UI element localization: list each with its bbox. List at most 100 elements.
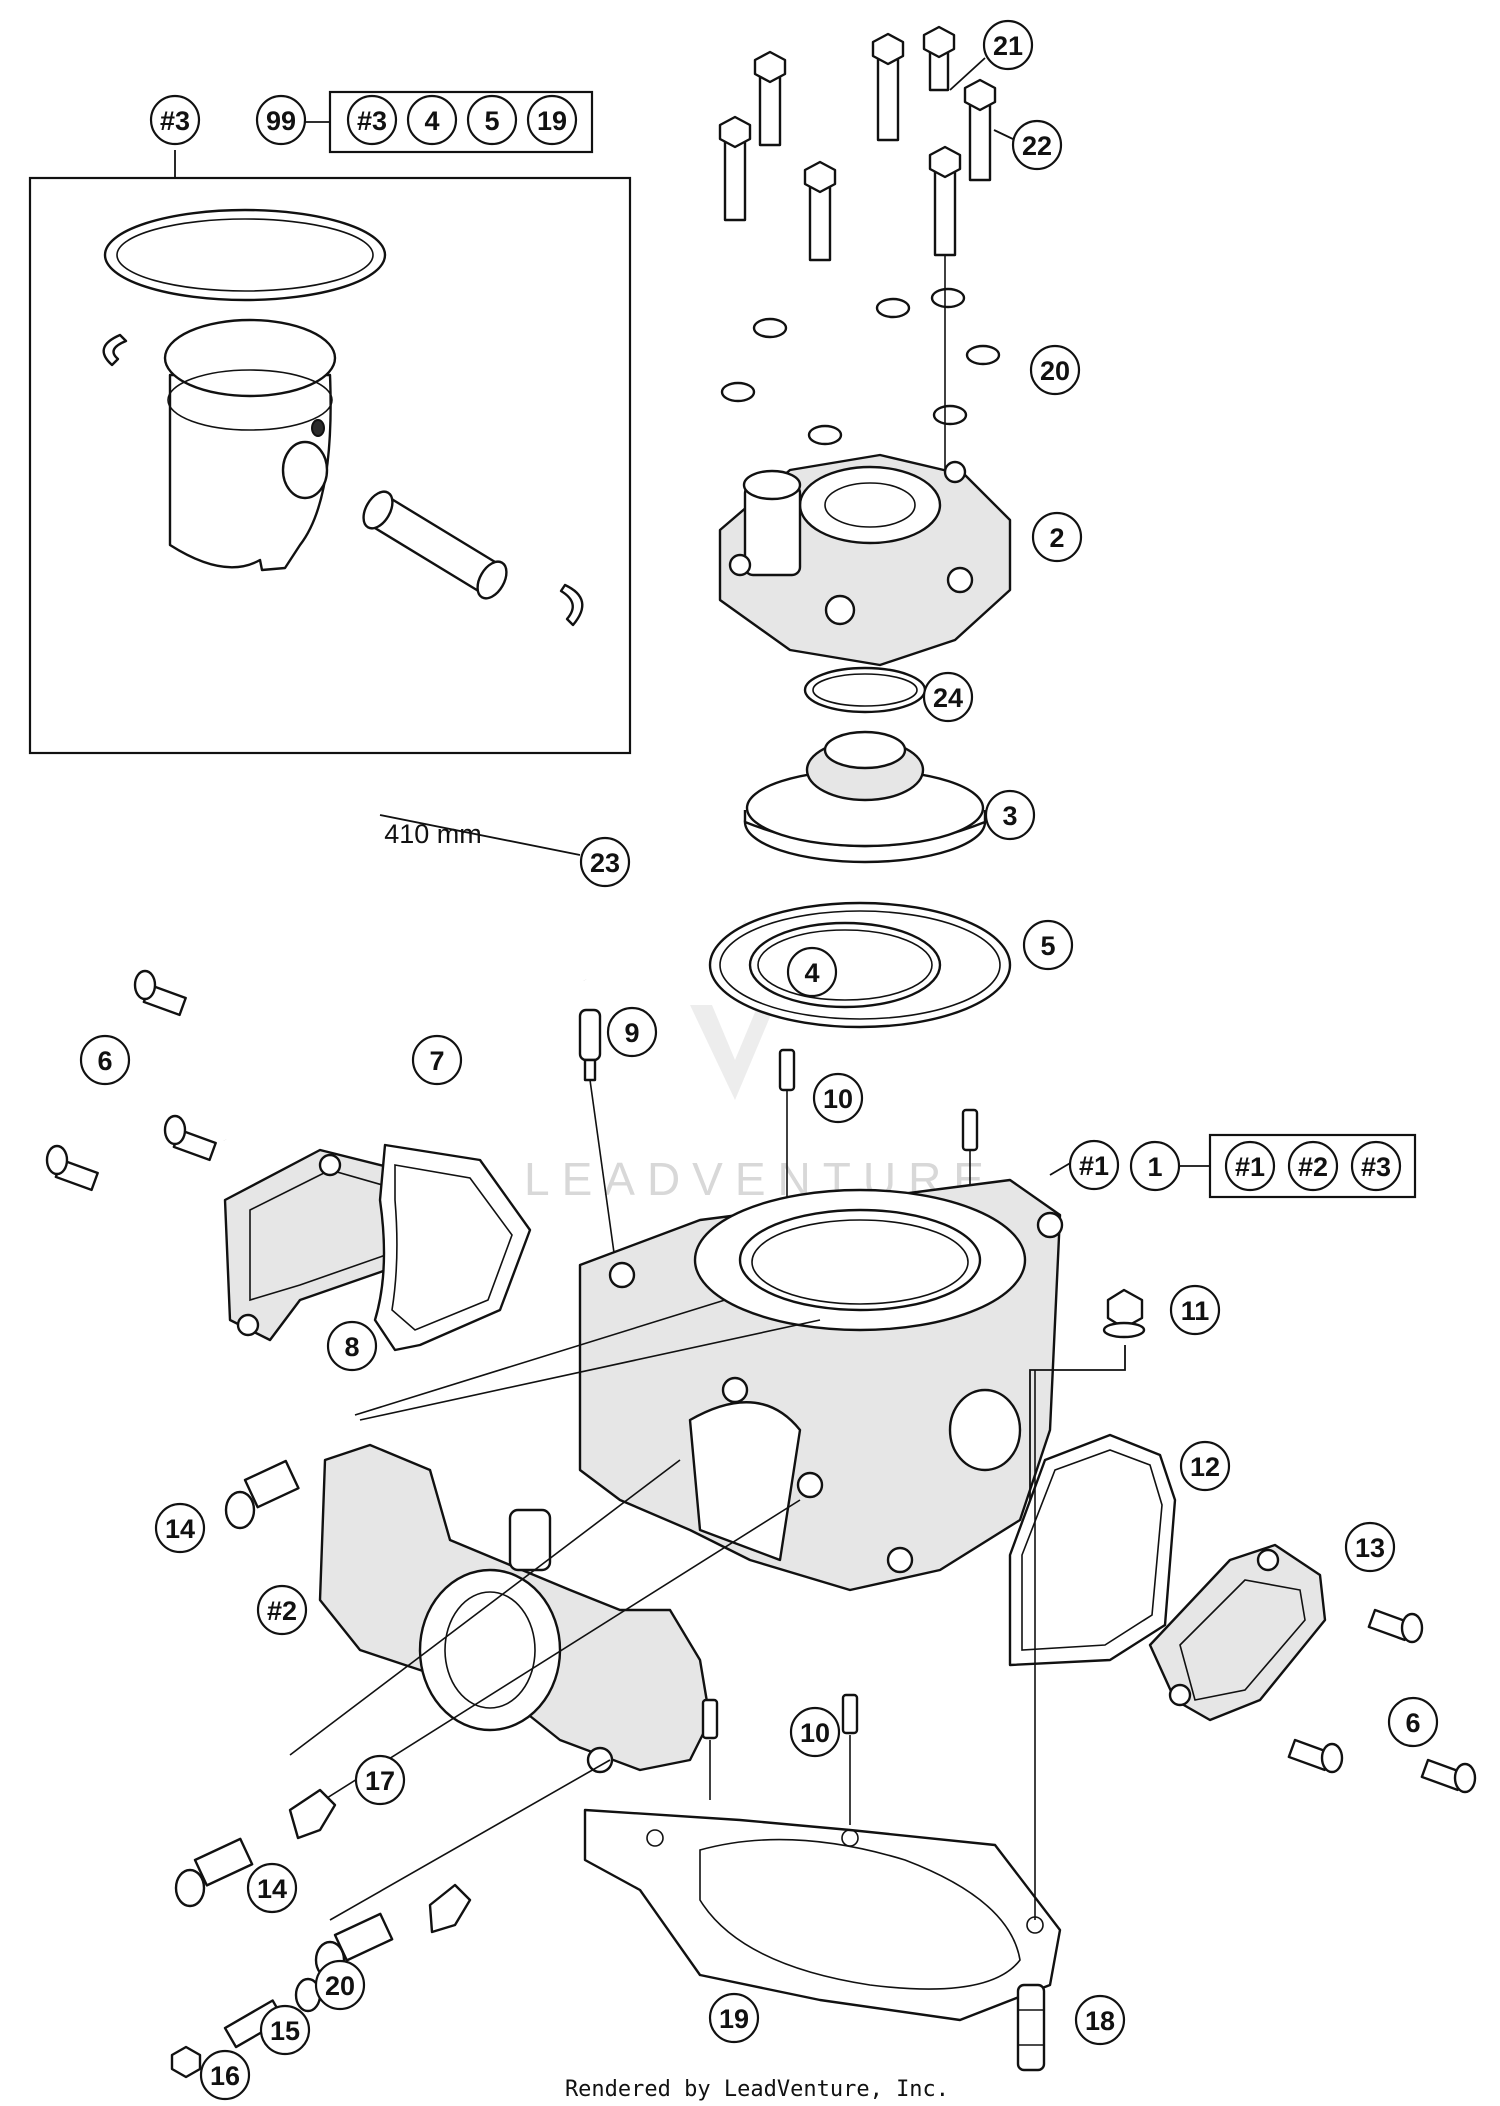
svg-text:4: 4 <box>424 106 439 136</box>
callout-16[interactable]: 16 <box>199 2049 251 2101</box>
svg-text:7: 7 <box>429 1046 444 1076</box>
svg-text:99: 99 <box>266 106 296 136</box>
callout-9[interactable]: 9 <box>606 1006 658 1058</box>
callout-15[interactable]: 15 <box>259 2004 311 2056</box>
hose-length-label: 410 mm <box>384 819 482 849</box>
leader-22 <box>993 129 1016 141</box>
callout-11[interactable]: 11 <box>1169 1284 1221 1336</box>
circlip-right <box>559 583 584 627</box>
callout-3[interactable]: 3 <box>984 789 1036 841</box>
svg-text:20: 20 <box>1040 356 1070 386</box>
callout-17[interactable]: 17 <box>354 1754 406 1806</box>
piston <box>163 318 337 572</box>
exhaust-valve-cover-right <box>1148 1543 1327 1722</box>
svg-text:14: 14 <box>165 1514 195 1544</box>
callout-18[interactable]: 18 <box>1074 1994 1126 2046</box>
bolts-lower <box>174 1837 394 1980</box>
callout-14-lower[interactable]: 14 <box>246 1862 298 1914</box>
svg-text:4: 4 <box>804 958 819 988</box>
combustion-chamber-insert <box>743 730 987 864</box>
callout-10-upper[interactable]: 10 <box>812 1072 864 1124</box>
svg-text:#2: #2 <box>1298 1152 1328 1182</box>
callout-20-upper[interactable]: 20 <box>1029 344 1081 396</box>
exhaust-cover-gasket-right <box>1008 1433 1177 1667</box>
callout-kit-item-4[interactable]: 19 <box>526 94 578 146</box>
leader-21 <box>949 57 986 91</box>
callout-kit-box-label[interactable]: #3 <box>149 94 201 146</box>
svg-text:#1: #1 <box>1079 1151 1109 1181</box>
svg-text:22: 22 <box>1022 131 1052 161</box>
callout-19[interactable]: 19 <box>708 1992 760 2044</box>
svg-text:#3: #3 <box>1361 1152 1391 1182</box>
svg-text:1: 1 <box>1147 1152 1162 1182</box>
svg-text:10: 10 <box>800 1718 830 1748</box>
svg-text:19: 19 <box>537 106 567 136</box>
hose-nipple <box>578 1008 602 1082</box>
svg-text:3: 3 <box>1002 801 1017 831</box>
dowel-pin-upper-1 <box>778 1048 796 1092</box>
callout-4[interactable]: 4 <box>786 946 838 998</box>
svg-text:#1: #1 <box>1235 1152 1265 1182</box>
svg-text:10: 10 <box>823 1084 853 1114</box>
svg-text:#3: #3 <box>357 106 387 136</box>
callout-kit-item-3[interactable]: 5 <box>466 94 518 146</box>
callout-cylinder-1[interactable]: #1 <box>1068 1139 1120 1191</box>
callout-assembly-item-1[interactable]: #1 <box>1224 1140 1276 1192</box>
exhaust-valve-housing <box>318 1443 719 1774</box>
callout-10-lower[interactable]: 10 <box>789 1706 841 1758</box>
callout-6-left[interactable]: 6 <box>79 1034 131 1086</box>
svg-text:#3: #3 <box>160 106 190 136</box>
callout-kit-item-2[interactable]: 4 <box>406 94 458 146</box>
callout-22[interactable]: 22 <box>1011 119 1063 171</box>
svg-text:6: 6 <box>97 1046 112 1076</box>
svg-text:2: 2 <box>1049 523 1064 553</box>
callout-14-upper[interactable]: 14 <box>154 1502 206 1554</box>
callout-7[interactable]: 7 <box>411 1034 463 1086</box>
callout-8[interactable]: 8 <box>326 1320 378 1372</box>
callout-kit-item-1[interactable]: #3 <box>346 94 398 146</box>
svg-text:9: 9 <box>624 1018 639 1048</box>
svg-text:11: 11 <box>1181 1296 1210 1326</box>
footer-credit: Rendered by LeadVenture, Inc. <box>565 2077 949 2102</box>
svg-text:18: 18 <box>1085 2006 1115 2036</box>
svg-text:5: 5 <box>1040 931 1055 961</box>
circlip-left <box>102 333 128 367</box>
svg-text:15: 15 <box>270 2016 300 2046</box>
callout-12[interactable]: 12 <box>1179 1440 1231 1492</box>
cylinder-nut <box>1102 1288 1146 1339</box>
svg-text:6: 6 <box>1405 1708 1420 1738</box>
callout-5[interactable]: 5 <box>1022 919 1074 971</box>
svg-text:17: 17 <box>365 1766 395 1796</box>
bracket <box>288 1788 337 1840</box>
svg-text:14: 14 <box>257 1874 287 1904</box>
svg-text:19: 19 <box>719 2004 749 2034</box>
svg-text:5: 5 <box>484 106 499 136</box>
callout-13[interactable]: 13 <box>1344 1521 1396 1573</box>
callout-20-lower[interactable]: 20 <box>314 1959 366 2011</box>
callout-23[interactable]: 23 <box>579 836 631 888</box>
callout-assembly-item-3[interactable]: #3 <box>1350 1140 1402 1192</box>
callout-assembly-item-2[interactable]: #2 <box>1287 1140 1339 1192</box>
callout-kit-99[interactable]: 99 <box>255 94 307 146</box>
svg-text:21: 21 <box>993 31 1023 61</box>
svg-text:20: 20 <box>325 1971 355 2001</box>
callout-assembly-1[interactable]: 1 <box>1129 1140 1181 1192</box>
screws-right <box>1287 1608 1477 1794</box>
cylinder-head-gasket-inner <box>748 921 942 1009</box>
cylinder <box>578 1178 1064 1592</box>
cylinder-head <box>718 453 1012 667</box>
piston-ring <box>103 208 387 302</box>
callout-housing-2[interactable]: #2 <box>256 1584 308 1636</box>
head-bolts <box>718 25 997 262</box>
screws-left <box>45 969 217 1192</box>
dowel-pin-lower <box>841 1693 859 1735</box>
callout-24[interactable]: 24 <box>922 671 974 723</box>
piston-pin <box>362 490 508 600</box>
breather-hose <box>222 842 587 1141</box>
callout-21[interactable]: 21 <box>982 19 1034 71</box>
callout-2[interactable]: 2 <box>1031 511 1083 563</box>
svg-text:13: 13 <box>1355 1533 1385 1563</box>
head-washers <box>720 287 1001 446</box>
callout-6-right[interactable]: 6 <box>1387 1696 1439 1748</box>
